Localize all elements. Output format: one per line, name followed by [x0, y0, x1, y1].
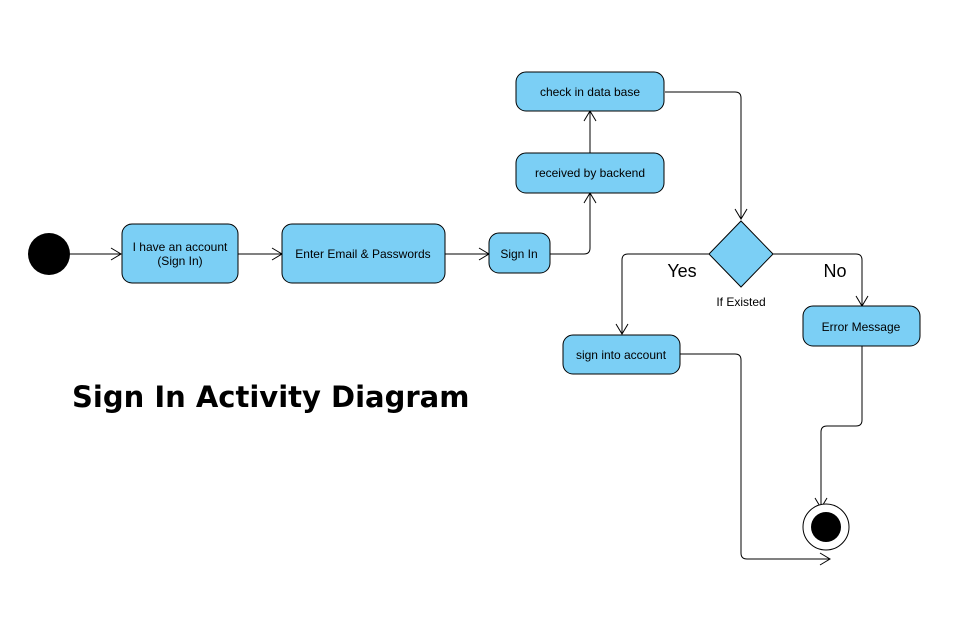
- node-have-account-line1: I have an account: [133, 240, 228, 254]
- node-check-db: check in data base: [515, 71, 665, 112]
- edge-check-db-to-decision: [665, 91, 742, 219]
- arrowhead: [819, 552, 831, 566]
- node-have-account-line2: (Sign In): [157, 254, 202, 268]
- edge-decision-no: [773, 253, 863, 306]
- node-enter-credentials: Enter Email & Passwords: [281, 223, 446, 284]
- node-received-backend-label: received by backend: [535, 166, 645, 180]
- node-sign-in: Sign In: [488, 232, 551, 274]
- initial-node: [28, 233, 70, 275]
- diagram-title: Sign In Activity Diagram: [72, 380, 470, 414]
- decision-node: If Existed: [708, 220, 774, 309]
- arrowhead: [615, 323, 629, 335]
- final-node: [802, 503, 850, 551]
- node-sign-into-account-label: sign into account: [576, 348, 667, 362]
- node-sign-into-account: sign into account: [562, 334, 681, 375]
- edges: [70, 91, 869, 566]
- decision-condition-label: If Existed: [716, 295, 765, 309]
- edge-sign-into-account-to-end: [680, 353, 830, 560]
- node-enter-credentials-label: Enter Email & Passwords: [295, 247, 430, 261]
- arrowhead: [110, 247, 122, 261]
- node-check-db-label: check in data base: [540, 85, 640, 99]
- node-have-account: I have an account (Sign In): [121, 223, 239, 284]
- node-error-message-label: Error Message: [822, 320, 901, 334]
- branch-label-no: No: [823, 261, 846, 281]
- node-received-backend: received by backend: [515, 152, 665, 194]
- arrowhead: [734, 208, 748, 220]
- node-error-message: Error Message: [802, 305, 921, 347]
- edge-decision-yes: [621, 253, 709, 334]
- node-sign-in-label: Sign In: [500, 247, 537, 261]
- edge-sign-in-to-received-backend: [550, 193, 591, 255]
- branch-label-yes: Yes: [667, 261, 696, 281]
- edge-error-message-to-end: [820, 346, 863, 508]
